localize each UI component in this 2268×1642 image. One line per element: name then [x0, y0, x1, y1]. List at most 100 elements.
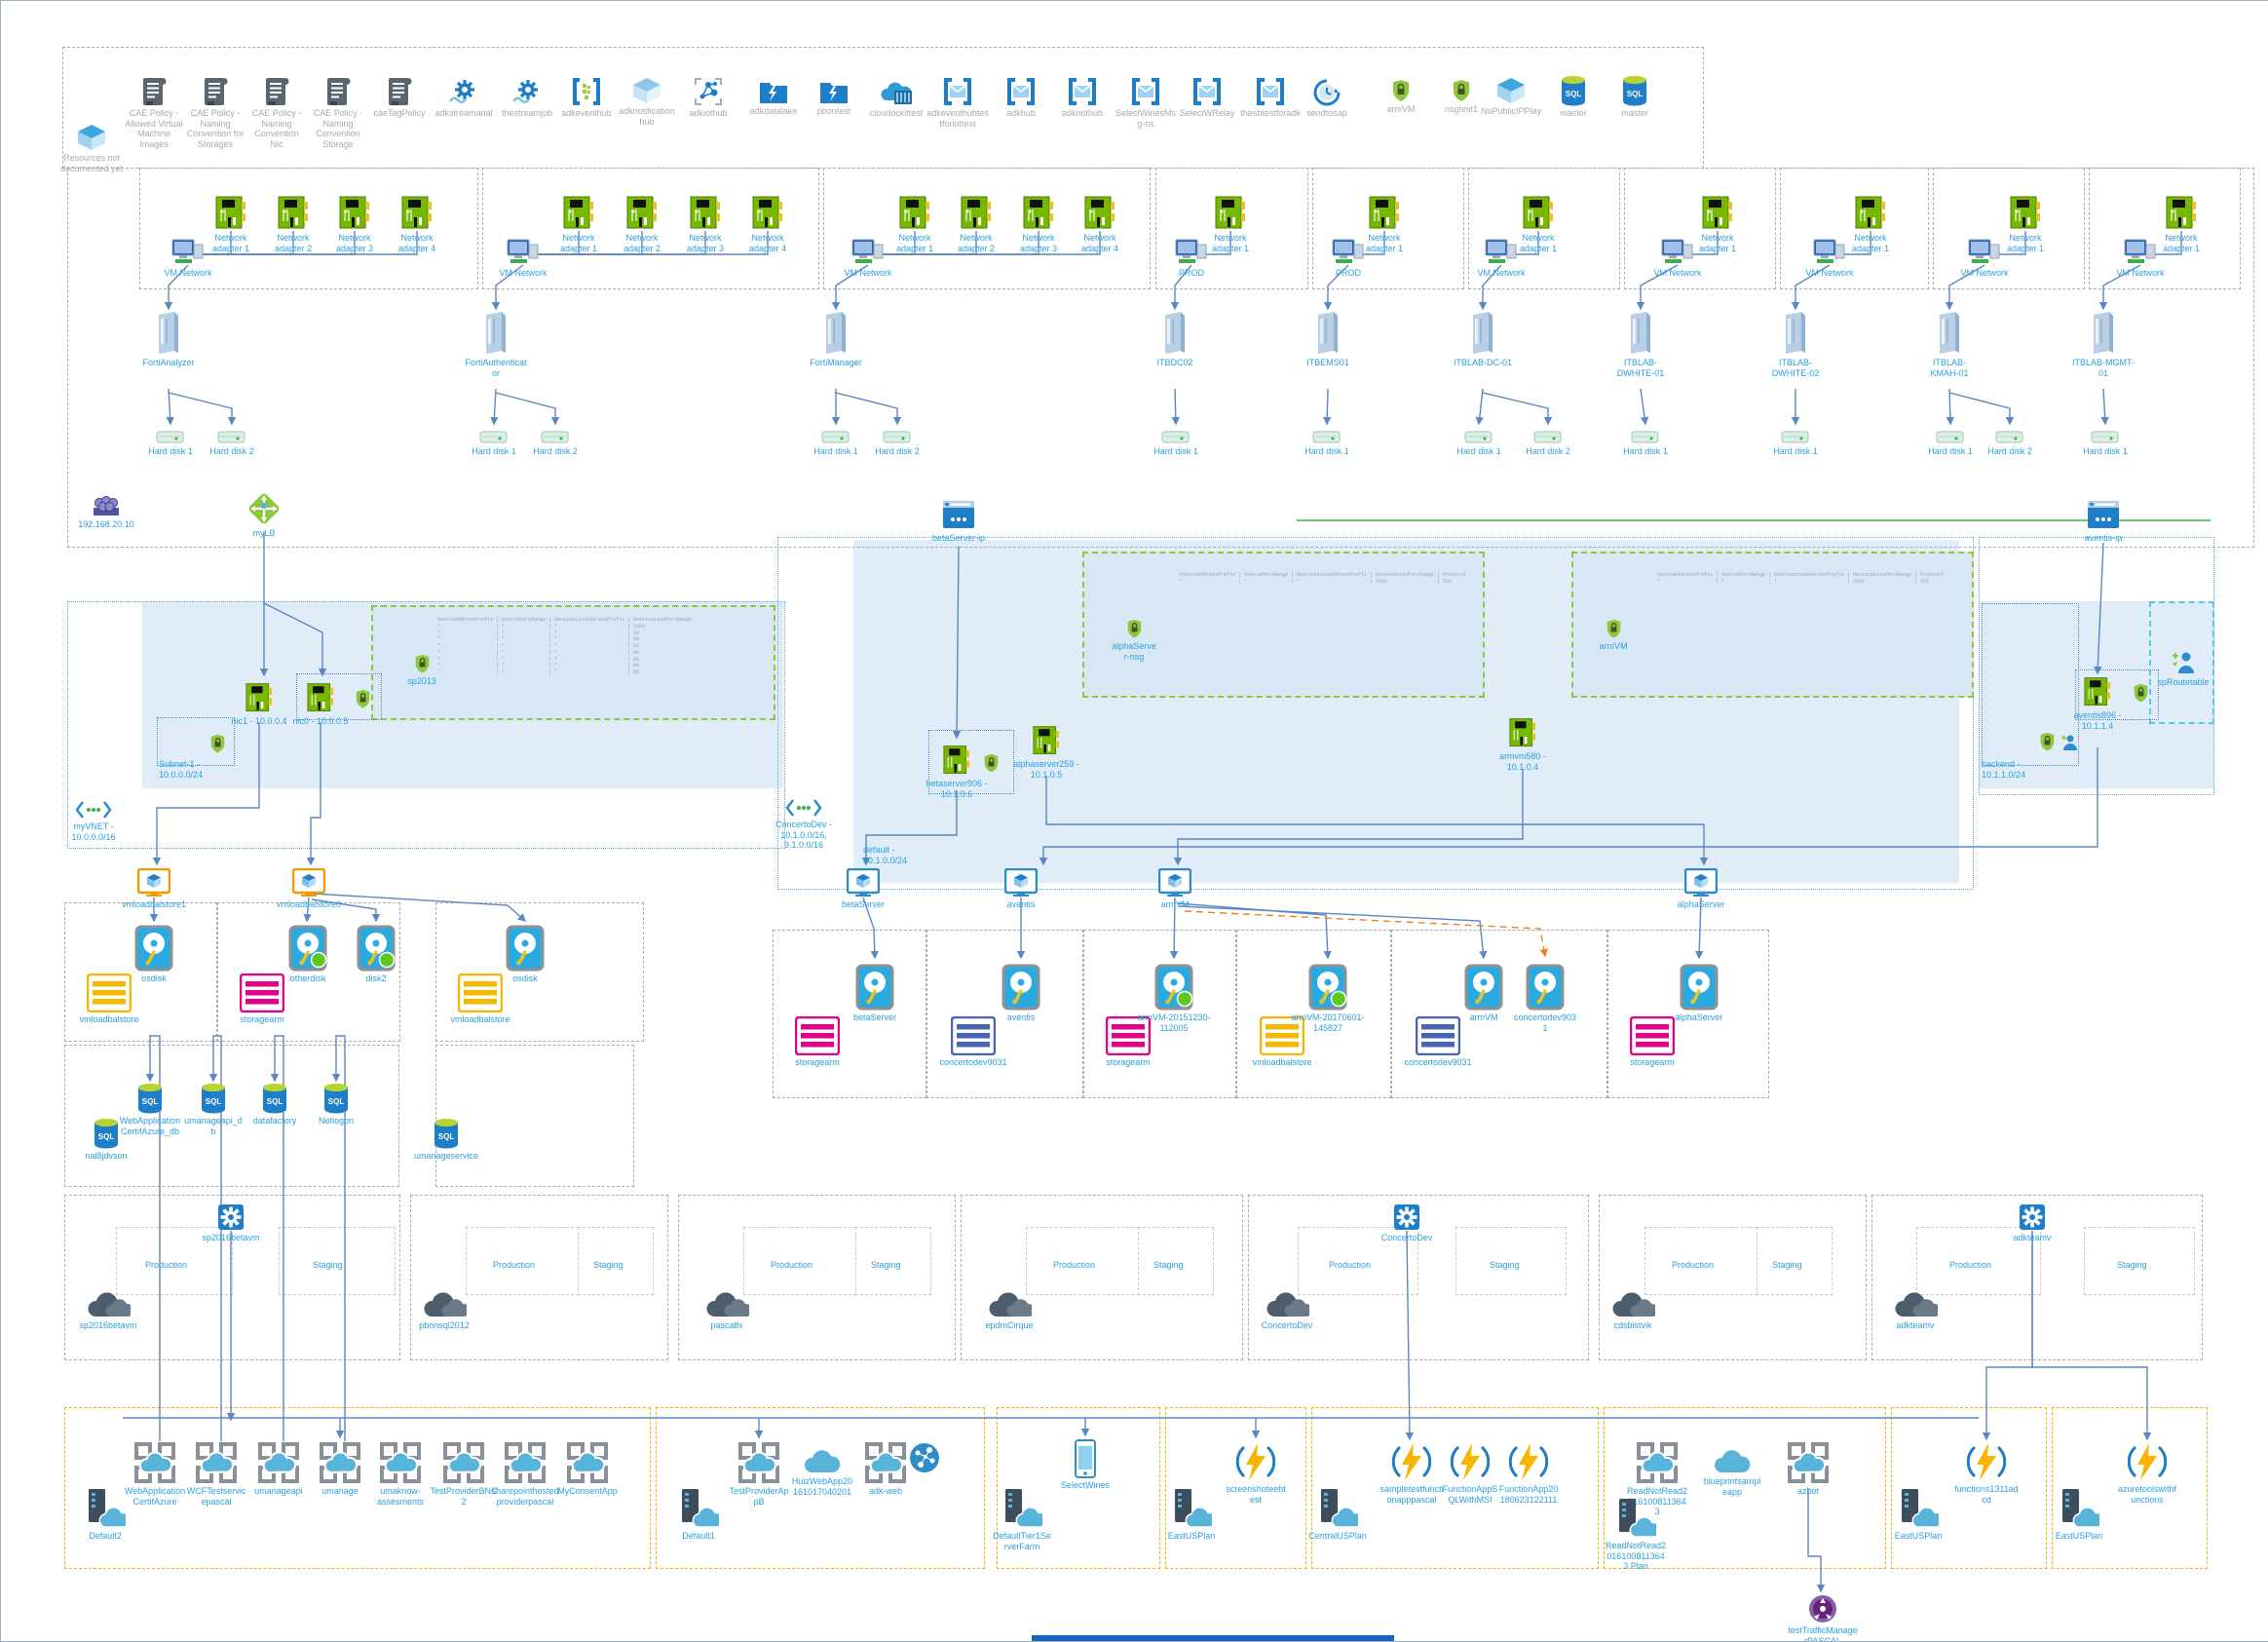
storage-account-icon[interactable]: [457, 973, 504, 1017]
server-tower-icon[interactable]: [157, 311, 180, 361]
vhd-disk-icon[interactable]: [1680, 964, 1719, 1015]
automation-gear-icon[interactable]: [217, 1203, 245, 1236]
network-adapter-icon[interactable]: [307, 681, 334, 719]
server-farm-icon[interactable]: [1002, 1488, 1048, 1534]
network-adapter-icon[interactable]: [1369, 194, 1400, 236]
mobile-app-icon[interactable]: [1074, 1439, 1097, 1483]
web-app-icon[interactable]: [195, 1441, 238, 1489]
network-adapter-icon[interactable]: [626, 194, 658, 236]
service-bus-icon[interactable]: [943, 77, 972, 111]
function-app-icon[interactable]: [1391, 1441, 1432, 1487]
network-adapter-icon[interactable]: [2166, 194, 2197, 236]
vhd-disk-icon[interactable]: [506, 925, 545, 976]
storage-account-icon[interactable]: [86, 973, 132, 1017]
service-bus-icon[interactable]: [1006, 77, 1036, 111]
app-service-plan-icon[interactable]: [1265, 1291, 1313, 1323]
policy-scroll-icon[interactable]: [203, 77, 228, 111]
web-app-icon[interactable]: [864, 1441, 907, 1489]
server-farm-icon[interactable]: [85, 1488, 132, 1534]
vhd-disk-icon[interactable]: [288, 925, 327, 976]
network-adapter-icon[interactable]: [1702, 194, 1733, 236]
data-lake-folder-icon[interactable]: [819, 79, 849, 109]
vm-network-icon[interactable]: [1813, 239, 1846, 271]
hard-disk-icon[interactable]: [1781, 430, 1810, 449]
function-app-icon[interactable]: [1966, 1441, 2007, 1487]
server-farm-icon[interactable]: [1317, 1488, 1364, 1534]
scheduler-clock-icon[interactable]: [1313, 79, 1341, 111]
storage-account-icon[interactable]: [1105, 1015, 1152, 1060]
nsg-shield-icon[interactable]: [1391, 79, 1411, 107]
automation-gear-icon[interactable]: [1393, 1203, 1420, 1236]
server-tower-icon[interactable]: [1629, 311, 1652, 361]
virtual-network-icon[interactable]: [75, 800, 112, 824]
vm-network-icon[interactable]: [1175, 239, 1208, 271]
virtual-machine-icon[interactable]: [1157, 867, 1192, 902]
app-service-plan-icon[interactable]: [1893, 1291, 1942, 1323]
network-adapter-icon[interactable]: [1509, 716, 1536, 754]
network-adapter-icon[interactable]: [401, 194, 433, 236]
public-ip-icon[interactable]: [2087, 498, 2120, 536]
sql-database-icon[interactable]: SQL: [434, 1118, 459, 1154]
stream-analytics-icon[interactable]: [512, 77, 542, 111]
vhd-disk-icon[interactable]: [357, 925, 396, 976]
vhd-disk-icon[interactable]: [1308, 964, 1347, 1015]
nsg-shield-icon[interactable]: [414, 654, 431, 679]
server-tower-icon[interactable]: [1938, 311, 1961, 361]
route-table-icon[interactable]: [2171, 650, 2196, 680]
web-app-icon[interactable]: [442, 1441, 485, 1489]
nsg-shield-icon[interactable]: [1606, 619, 1622, 644]
web-globe-icon[interactable]: [908, 1441, 941, 1479]
storage-account-icon[interactable]: [239, 973, 285, 1017]
server-tower-icon[interactable]: [1784, 311, 1807, 361]
hard-disk-icon[interactable]: [883, 430, 912, 449]
sql-database-icon[interactable]: SQL: [94, 1118, 119, 1154]
virtual-machine-icon[interactable]: [291, 867, 326, 902]
network-adapter-icon[interactable]: [2084, 675, 2111, 713]
container-cloud-icon[interactable]: [879, 79, 914, 111]
network-adapter-icon[interactable]: [215, 194, 246, 236]
network-adapter-icon[interactable]: [563, 194, 594, 236]
virtual-machine-icon[interactable]: [136, 867, 171, 902]
public-ip-icon[interactable]: [942, 498, 975, 536]
hard-disk-icon[interactable]: [1631, 430, 1660, 449]
web-app-icon[interactable]: [1636, 1441, 1679, 1489]
server-farm-icon[interactable]: [1171, 1488, 1218, 1534]
server-tower-icon[interactable]: [484, 311, 508, 361]
virtual-network-icon[interactable]: [785, 798, 822, 822]
network-adapter-icon[interactable]: [752, 194, 783, 236]
server-tower-icon[interactable]: [2092, 311, 2115, 361]
function-app-icon[interactable]: [2127, 1441, 2168, 1487]
network-adapter-icon[interactable]: [1023, 194, 1054, 236]
cube-icon[interactable]: [1496, 77, 1526, 109]
hard-disk-icon[interactable]: [1464, 430, 1493, 449]
service-bus-icon[interactable]: [1192, 77, 1222, 111]
server-tower-icon[interactable]: [1471, 311, 1494, 361]
network-device-icon[interactable]: [92, 494, 121, 522]
nsg-shield-icon[interactable]: [2133, 683, 2149, 708]
nsg-shield-icon[interactable]: [1452, 79, 1471, 107]
network-adapter-icon[interactable]: [246, 681, 273, 719]
automation-gear-icon[interactable]: [2019, 1203, 2046, 1236]
app-service-plan-icon[interactable]: [86, 1291, 134, 1323]
vm-network-icon[interactable]: [1661, 239, 1694, 271]
vm-network-icon[interactable]: [1332, 239, 1365, 271]
stream-analytics-icon[interactable]: [449, 77, 478, 111]
storage-account-icon[interactable]: [1415, 1015, 1461, 1060]
iot-hub-icon[interactable]: [694, 77, 723, 111]
web-app-icon[interactable]: [319, 1441, 361, 1489]
hard-disk-icon[interactable]: [1995, 430, 2024, 449]
virtual-machine-icon[interactable]: [1683, 867, 1719, 902]
server-farm-icon[interactable]: [2059, 1488, 2105, 1534]
vhd-disk-icon[interactable]: [1002, 964, 1040, 1015]
hard-disk-icon[interactable]: [217, 430, 246, 449]
server-tower-icon[interactable]: [1163, 311, 1187, 361]
data-lake-folder-icon[interactable]: [759, 79, 788, 109]
user-icon[interactable]: [2060, 734, 2077, 756]
nsg-shield-icon[interactable]: [209, 734, 226, 759]
hard-disk-icon[interactable]: [821, 430, 850, 449]
cloud-app-icon[interactable]: [1713, 1449, 1752, 1479]
function-app-icon[interactable]: [1508, 1441, 1549, 1487]
hard-disk-icon[interactable]: [1533, 430, 1563, 449]
sql-database-icon[interactable]: SQL: [1622, 75, 1647, 111]
server-farm-icon[interactable]: [678, 1488, 725, 1534]
